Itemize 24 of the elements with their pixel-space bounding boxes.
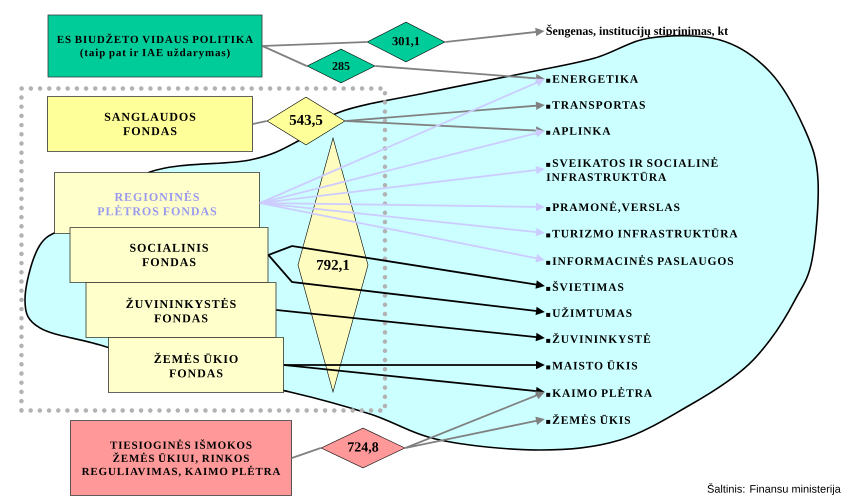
fund-box: TIESIOGINĖS IŠMOKOS ŽEMĖS ŪKIUI, RINKOS REGULIAVIMAS, KAIMO PLĖTRA — [70, 420, 292, 496]
list-item: TURIZMO INFRASTRUKTŪRA — [546, 228, 738, 238]
list-item: INFORMACINĖS PASLAUGOS — [546, 255, 734, 265]
list-item: ŠVIETIMAS — [546, 280, 624, 292]
fund-box: ŽEMĖS ŪKIO FONDAS — [108, 337, 284, 393]
list-item: UŽIMTUMAS — [546, 306, 632, 318]
list-item: KAIMO PLĖTRA — [546, 387, 652, 397]
list-item: SVEIKATOS IR SOCIALINĖ INFRASTRUKTŪRA — [546, 157, 718, 181]
list-item: ENERGETIKA — [546, 75, 638, 83]
list-item: APLINKA — [546, 127, 610, 135]
fund-box: REGIONINĖS PLĖTROS FONDAS — [54, 172, 260, 234]
list-item: ŽEMĖS ŪKIS — [546, 414, 630, 424]
fund-box: ES BIUDŽETO VIDAUS POLITIKA (taip pat ir IAE uždarymas) — [48, 14, 262, 78]
dotted-frame — [19, 86, 388, 413]
target-text: Šengenas, institucijų stiprinimas, kt — [546, 24, 728, 38]
fund-box: ŽUVININKYSTĖS FONDAS — [86, 282, 276, 338]
fund-box: SANGLAUDOS FONDAS — [47, 96, 253, 152]
list-item: PRAMONĖ,VERSLAS — [546, 201, 680, 213]
list-item: MAISTO ŪKIS — [546, 360, 638, 370]
fund-box: SOCIALINIS FONDAS — [70, 227, 268, 283]
source-note: Šaltinis: Finansu ministerija — [708, 483, 841, 495]
list-item: TRANSPORTAS — [546, 101, 645, 109]
list-item: ŽUVININKYSTĖ — [546, 332, 650, 344]
value-label: 792,1 — [317, 260, 350, 272]
